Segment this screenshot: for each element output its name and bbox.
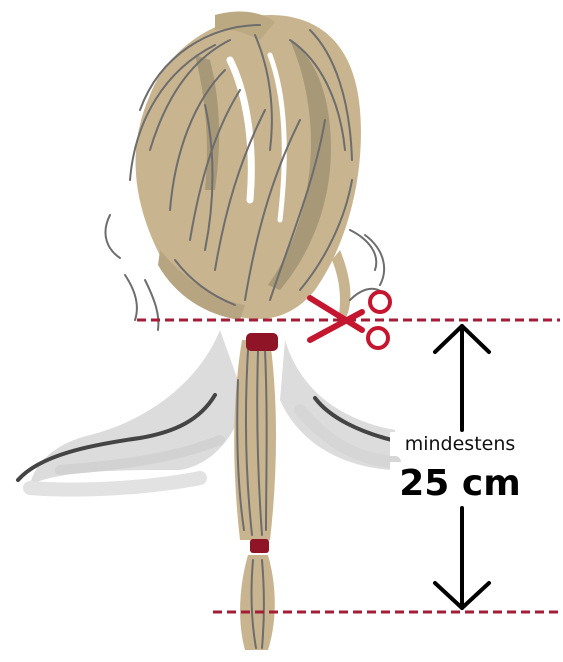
measurement-label: mindestens xyxy=(390,432,530,456)
grey-side-hair xyxy=(18,330,395,490)
measurement-value: 25 cm xyxy=(390,462,530,506)
hair-tie-bottom xyxy=(250,539,269,553)
hair-tie-top xyxy=(246,333,278,351)
ponytail xyxy=(234,340,276,650)
head-hair xyxy=(136,11,361,320)
